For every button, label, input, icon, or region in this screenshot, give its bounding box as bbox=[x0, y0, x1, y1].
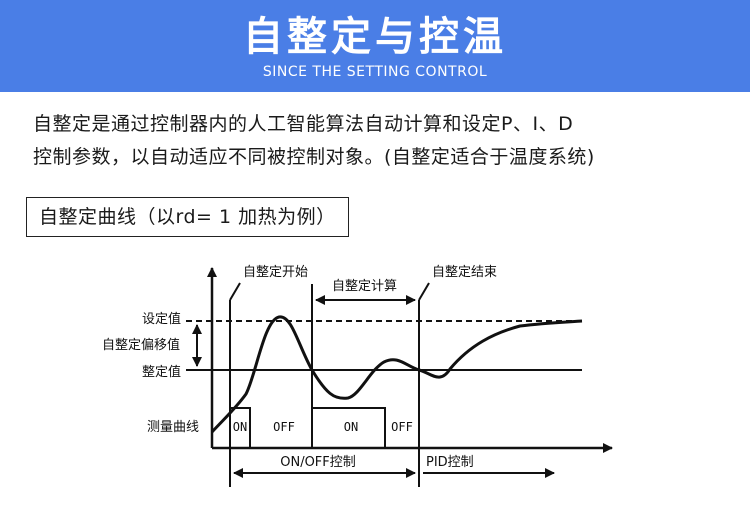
output-pulse-1 bbox=[229, 407, 251, 448]
page-subtitle: SINCE THE SETTING CONTROL bbox=[262, 64, 488, 80]
header-banner: 自整定与控温 SINCE THE SETTING CONTROL bbox=[0, 0, 750, 92]
output-pulse-2 bbox=[311, 407, 386, 448]
measured-curve bbox=[210, 315, 583, 434]
tuning-value-label: 整定值 bbox=[142, 364, 181, 380]
autotune-start-tick bbox=[229, 282, 241, 301]
output-state-2: OFF bbox=[273, 420, 295, 434]
page-title: 自整定与控温 bbox=[243, 14, 507, 60]
onoff-control-label: ON/OFF控制 bbox=[280, 455, 356, 470]
autotune-end-tick bbox=[418, 282, 430, 301]
output-state-4: OFF bbox=[391, 420, 413, 434]
measured-curve-label: 测量曲线 bbox=[147, 420, 199, 435]
description-line-1: 自整定是通过控制器内的人工智能算法自动计算和设定P、I、D bbox=[33, 113, 574, 135]
section-heading: 自整定曲线（以rd= 1 加热为例） bbox=[26, 197, 349, 237]
output-state-3: ON bbox=[344, 420, 358, 434]
pid-control-label: PID控制 bbox=[426, 455, 474, 470]
autotune-end-label: 自整定结束 bbox=[432, 265, 497, 280]
setpoint-label: 设定值 bbox=[142, 311, 181, 327]
description: 自整定是通过控制器内的人工智能算法自动计算和设定P、I、D 控制参数，以自动适应… bbox=[33, 108, 733, 174]
description-line-2: 控制参数，以自动适应不同被控制对象。(自整定适合于温度系统) bbox=[33, 146, 595, 168]
autotune-start-label: 自整定开始 bbox=[243, 265, 308, 280]
offset-label: 自整定偏移值 bbox=[102, 337, 180, 353]
autotune-calc-label: 自整定计算 bbox=[332, 279, 397, 294]
output-state-1: ON bbox=[233, 420, 247, 434]
